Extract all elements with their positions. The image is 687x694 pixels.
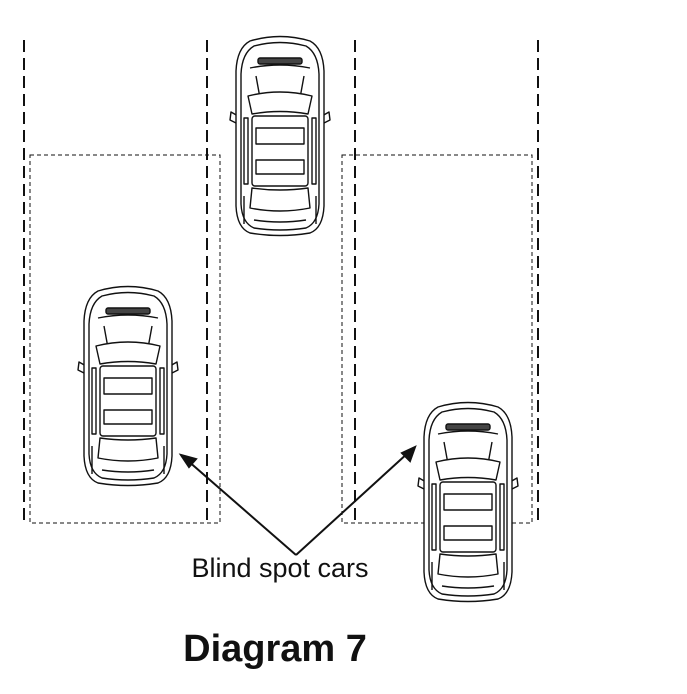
car-top-view-icon xyxy=(229,35,331,237)
diagram-caption: Diagram 7 xyxy=(183,628,367,670)
arrow-icon xyxy=(178,453,297,556)
arrow-icon xyxy=(295,445,417,556)
blind-spot-zone-left xyxy=(29,154,221,524)
blind-spot-label: Blind spot cars xyxy=(191,553,369,583)
car-top-view-icon xyxy=(417,401,519,603)
car-top-view-icon xyxy=(77,285,179,487)
